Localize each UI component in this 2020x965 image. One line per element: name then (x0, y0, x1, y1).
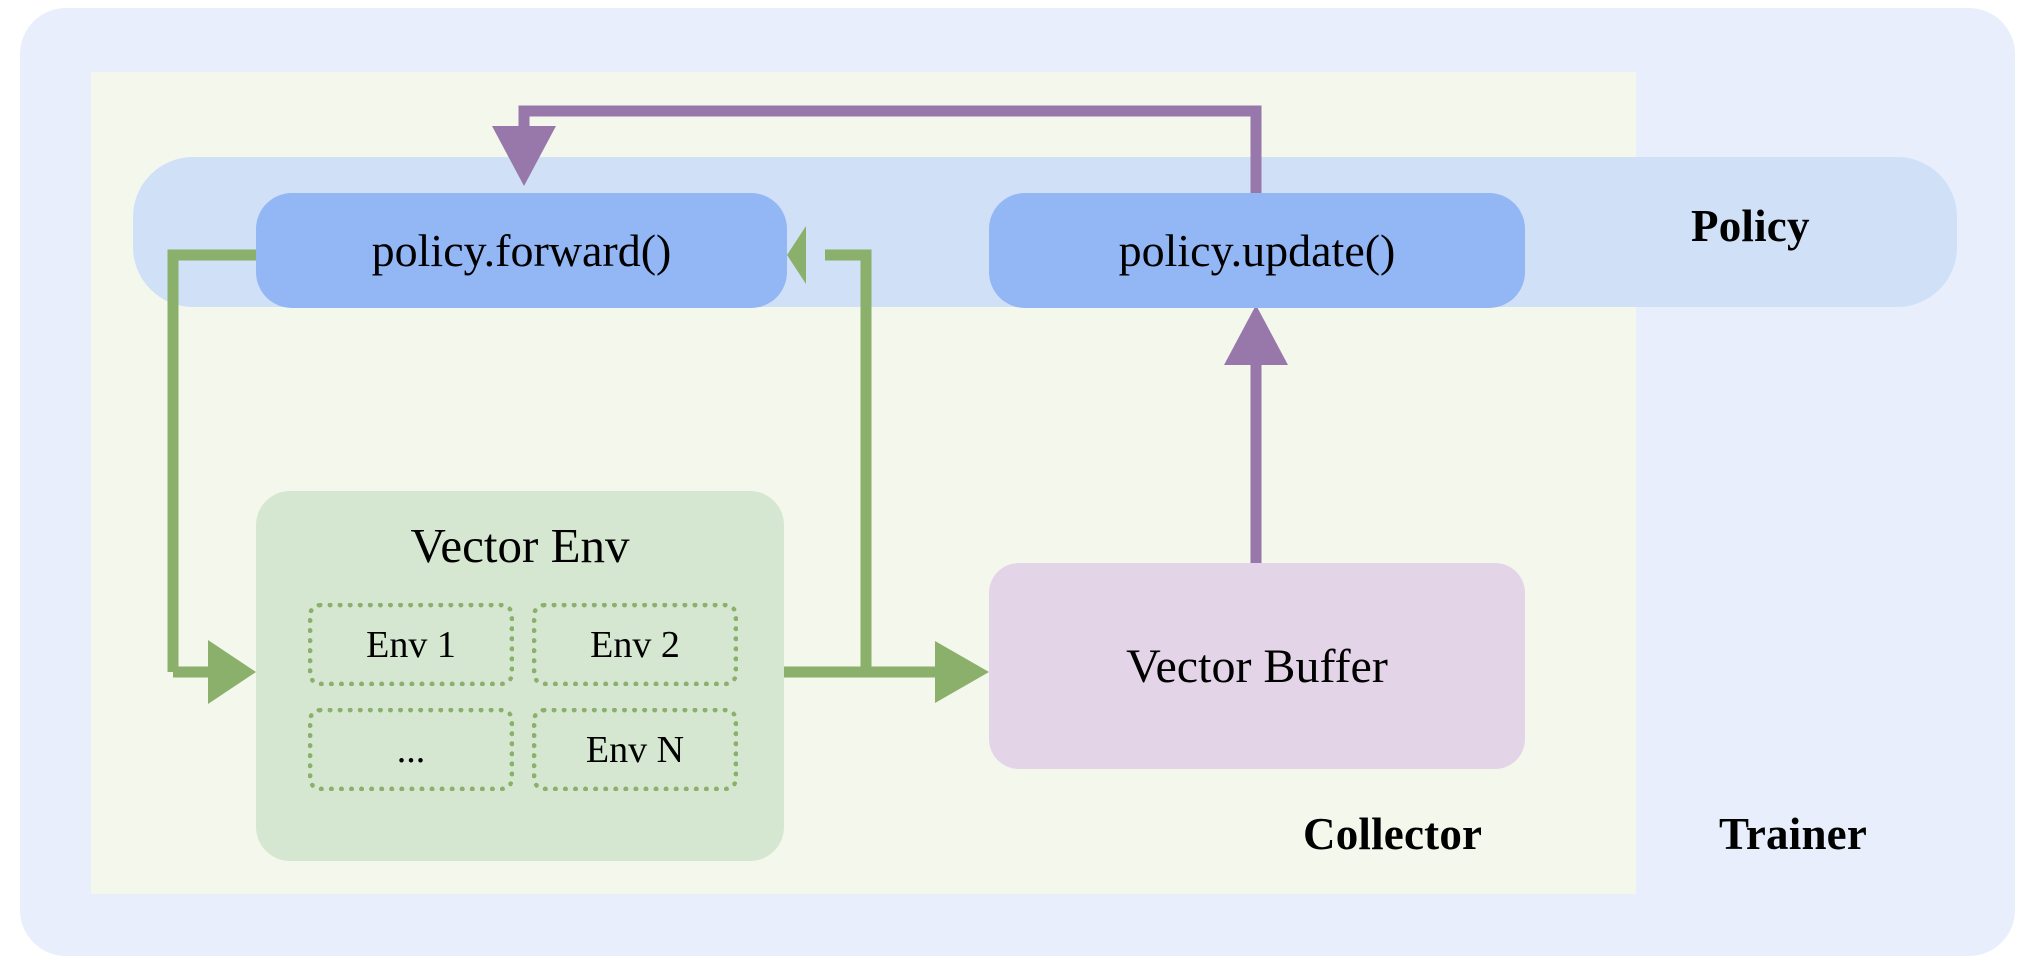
node-policy-update[interactable]: policy.update() (989, 193, 1525, 308)
node-vector-env[interactable]: Vector Env Env 1 Env 2 ... Env N (256, 491, 784, 861)
node-vector-buffer[interactable]: Vector Buffer (989, 563, 1525, 769)
node-policy-update-label: policy.update() (1118, 225, 1396, 276)
env-cell-ellipsis[interactable]: ... (308, 708, 514, 791)
env-cell-1-label: Env 1 (366, 623, 456, 666)
env-cell-1[interactable]: Env 1 (308, 603, 514, 686)
node-policy-forward-label: policy.forward() (371, 225, 672, 276)
region-label-trainer: Trainer (1719, 809, 1868, 859)
env-cell-2[interactable]: Env 2 (532, 603, 738, 686)
region-label-collector: Collector (1303, 809, 1483, 859)
node-vector-env-label: Vector Env (410, 518, 630, 573)
region-label-policy: Policy (1691, 201, 1810, 251)
env-cell-n[interactable]: Env N (532, 708, 738, 791)
env-grid: Env 1 Env 2 ... Env N (308, 603, 738, 791)
env-cell-n-label: Env N (585, 728, 685, 771)
node-policy-forward[interactable]: policy.forward() (256, 193, 787, 308)
node-vector-buffer-label: Vector Buffer (1126, 639, 1388, 693)
env-cell-2-label: Env 2 (590, 623, 680, 666)
env-cell-ellipsis-label: ... (396, 728, 426, 771)
